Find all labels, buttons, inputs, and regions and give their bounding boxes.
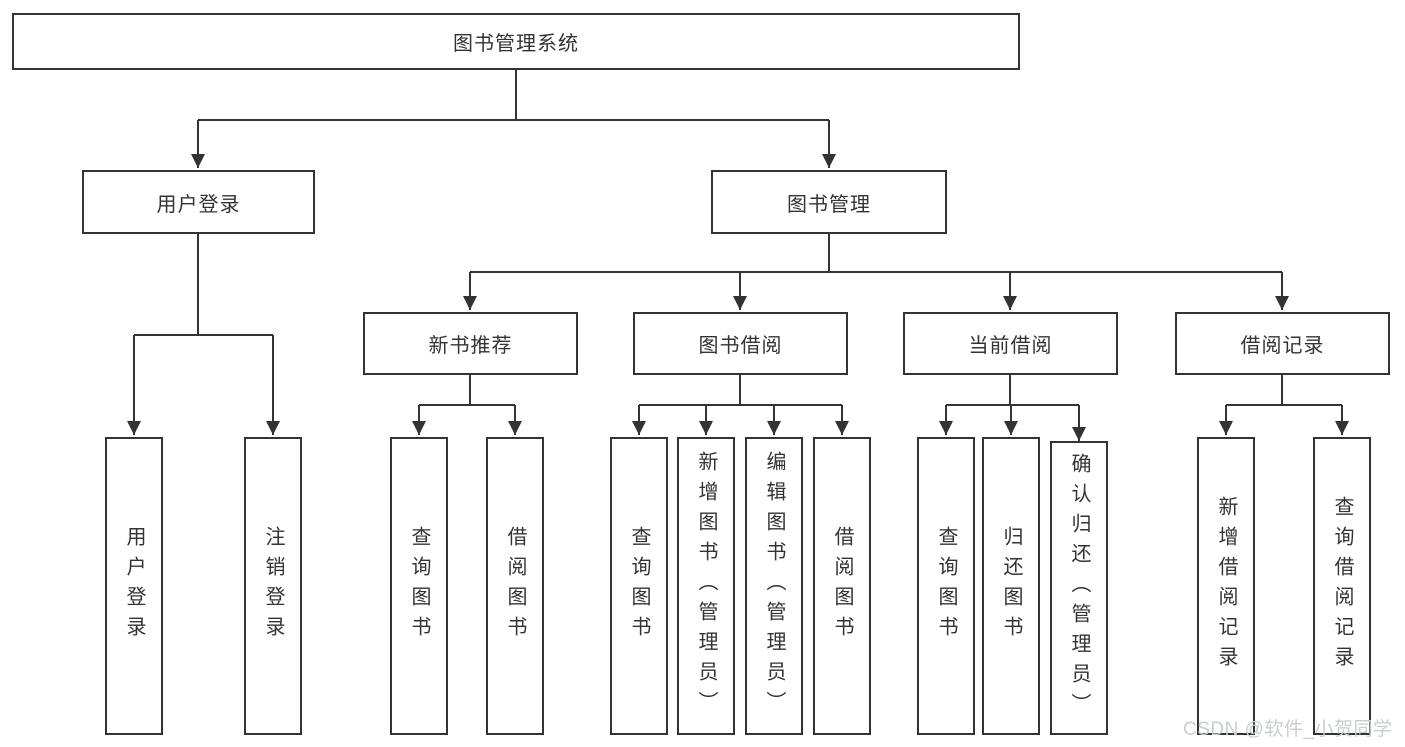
node-borrow-records: 借阅记录 [1175,312,1390,375]
node-label: 确认归还（管理员） [1068,453,1090,723]
node-label: 借阅图书 [504,526,526,646]
node-label: 图书借阅 [698,335,783,357]
node-leaf-query-books-2: 查询图书 [610,437,668,735]
node-label: 归还图书 [1000,526,1022,646]
node-label: 新增借阅记录 [1215,496,1237,676]
node-label: 图书管理 [787,193,871,216]
node-leaf-confirm-return-admin: 确认归还（管理员） [1050,441,1108,735]
node-leaf-user-login: 用户登录 [105,437,163,735]
node-book-borrow: 图书借阅 [633,312,848,375]
node-new-book-recommend: 新书推荐 [363,312,578,375]
node-leaf-edit-books-admin: 编辑图书（管理员） [745,437,803,735]
node-leaf-query-books-1: 查询图书 [390,437,448,735]
connector-borrow-records-children [1219,375,1349,435]
node-label: 图书管理系统 [453,33,579,55]
connector-book-borrow-children [632,375,849,435]
node-label: 编辑图书（管理员） [763,451,785,721]
node-label: 借阅图书 [831,526,853,646]
csdn-watermark: CSDN @软件_小贺同学 [1183,719,1393,740]
node-leaf-return-books: 归还图书 [982,437,1040,735]
connector-current-borrow-children [939,375,1086,441]
node-label: 查询图书 [935,526,957,646]
connector-user-login-children [127,234,280,435]
connector-root-to-level2 [191,70,836,168]
node-leaf-query-borrow-record: 查询借阅记录 [1313,437,1371,735]
node-label: 查询借阅记录 [1331,496,1353,676]
node-leaf-logout: 注销登录 [244,437,302,735]
node-book-management: 图书管理 [711,170,947,234]
node-label: 查询图书 [628,526,650,646]
node-label: 新增图书（管理员） [695,451,717,721]
node-leaf-borrow-books-2: 借阅图书 [813,437,871,735]
node-label: 用户登录 [123,526,145,646]
connector-new-book-recommend-children [412,375,522,435]
node-user-login: 用户登录 [82,170,315,234]
node-label: 借阅记录 [1240,335,1325,357]
node-current-borrow: 当前借阅 [903,312,1118,375]
node-library-management-system: 图书管理系统 [12,13,1020,70]
node-label: 注销登录 [262,526,284,646]
node-label: 当前借阅 [968,335,1053,357]
node-label: 新书推荐 [428,335,513,357]
node-leaf-add-borrow-record: 新增借阅记录 [1197,437,1255,735]
node-label: 查询图书 [408,526,430,646]
node-label: 用户登录 [156,193,241,216]
node-leaf-add-books-admin: 新增图书（管理员） [677,437,735,735]
connector-book-management-children [463,234,1289,310]
node-leaf-query-books-3: 查询图书 [917,437,975,735]
node-leaf-borrow-books-1: 借阅图书 [486,437,544,735]
